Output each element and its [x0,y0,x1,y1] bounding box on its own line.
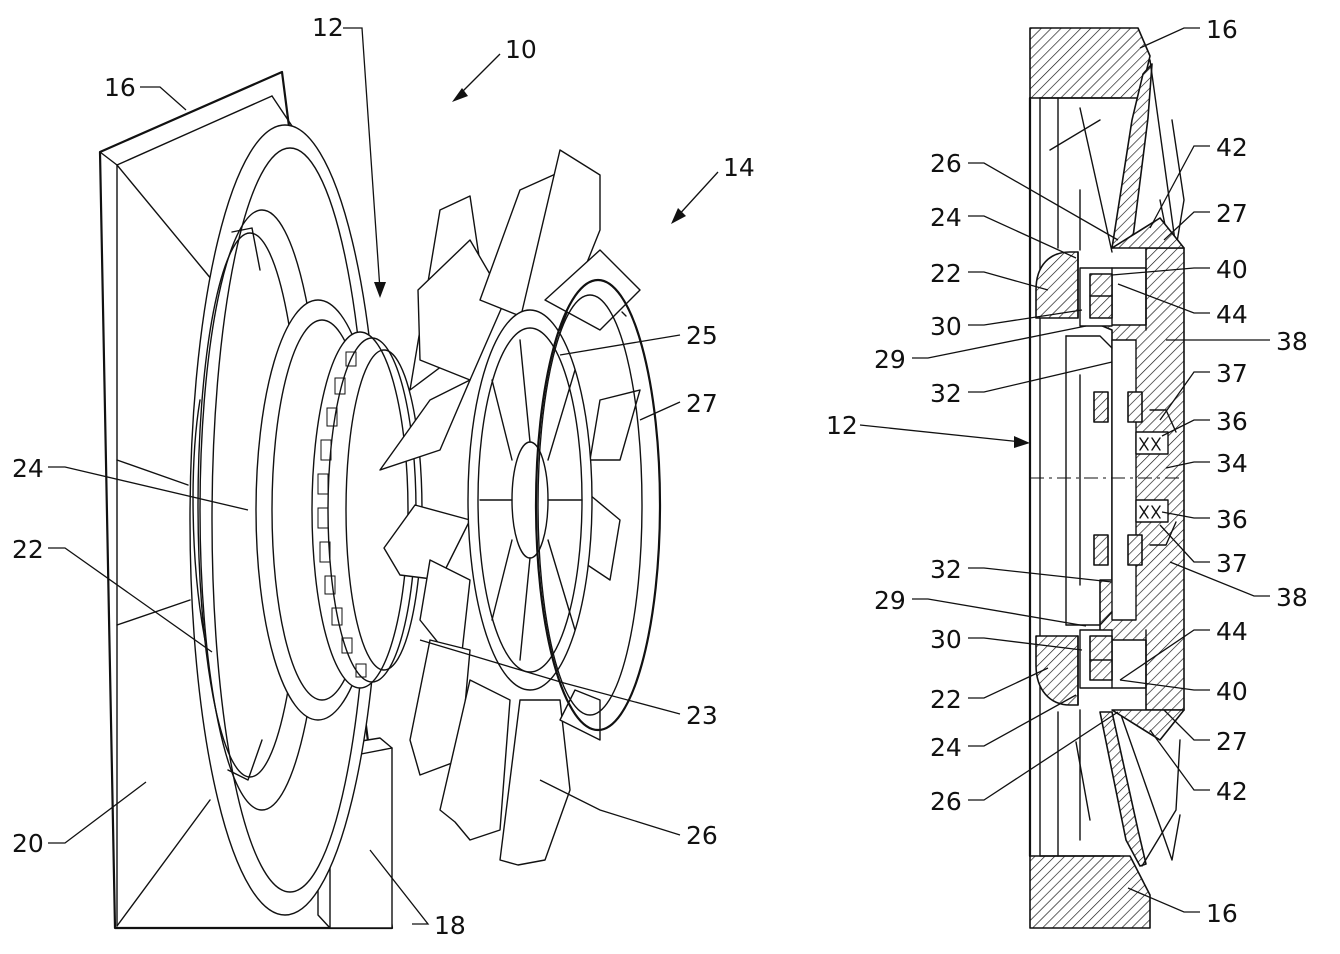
shroud-top-section [1029,27,1151,99]
shroud-ring-bottom [1035,635,1079,706]
label-27: 27 [686,389,718,418]
label-42-top: 42 [1216,133,1248,162]
label-12-section: 12 [826,411,858,440]
label-10: 10 [505,35,537,64]
label-18: 18 [434,911,466,940]
shroud-ring-top [1035,251,1079,319]
label-32-top: 32 [930,379,962,408]
label-14: 14 [723,153,755,182]
band-ring [534,278,662,732]
label-22-bottom: 22 [930,685,962,714]
leader-lines [48,27,1270,925]
label-36-bottom: 36 [1216,505,1248,534]
label-20: 20 [12,829,44,858]
perspective-view [98,70,662,930]
label-36-top: 36 [1216,407,1248,436]
label-22: 22 [12,535,44,564]
label-37-top: 37 [1216,359,1248,388]
fan-blades [379,149,641,866]
label-27-top: 27 [1216,199,1248,228]
label-30-top: 30 [930,312,962,341]
label-25: 25 [686,321,718,350]
reference-numerals: 10 12 14 16 24 22 20 18 25 27 23 26 16 4… [12,13,1308,940]
label-12: 12 [312,13,344,42]
label-44-bottom: 44 [1216,617,1248,646]
label-16-top: 16 [1206,15,1238,44]
label-16: 16 [104,73,136,102]
label-38-top: 38 [1276,327,1308,356]
label-42-bottom: 42 [1216,777,1248,806]
label-24: 24 [12,454,44,483]
label-34: 34 [1216,449,1248,478]
shroud-bottom-section [1029,855,1151,929]
label-24-top: 24 [930,203,962,232]
label-24-bottom: 24 [930,733,962,762]
label-32-bottom: 32 [930,555,962,584]
label-30-bottom: 30 [930,625,962,654]
label-29-bottom: 29 [874,586,906,615]
slotted-coupling-ring [311,331,423,689]
label-16-bottom: 16 [1206,899,1238,928]
label-26-bottom: 26 [930,787,962,816]
label-40-bottom: 40 [1216,677,1248,706]
label-38-bottom: 38 [1276,583,1308,612]
blade-lower [1099,711,1147,867]
label-26: 26 [686,821,718,850]
label-29-top: 29 [874,345,906,374]
label-37-bottom: 37 [1216,549,1248,578]
label-44-top: 44 [1216,300,1248,329]
label-27-bottom: 27 [1216,727,1248,756]
label-22-top: 22 [930,259,962,288]
sectional-view [1028,27,1185,929]
label-40-top: 40 [1216,255,1248,284]
hub-plate [467,309,593,691]
label-23: 23 [686,701,718,730]
label-26-top: 26 [930,149,962,178]
